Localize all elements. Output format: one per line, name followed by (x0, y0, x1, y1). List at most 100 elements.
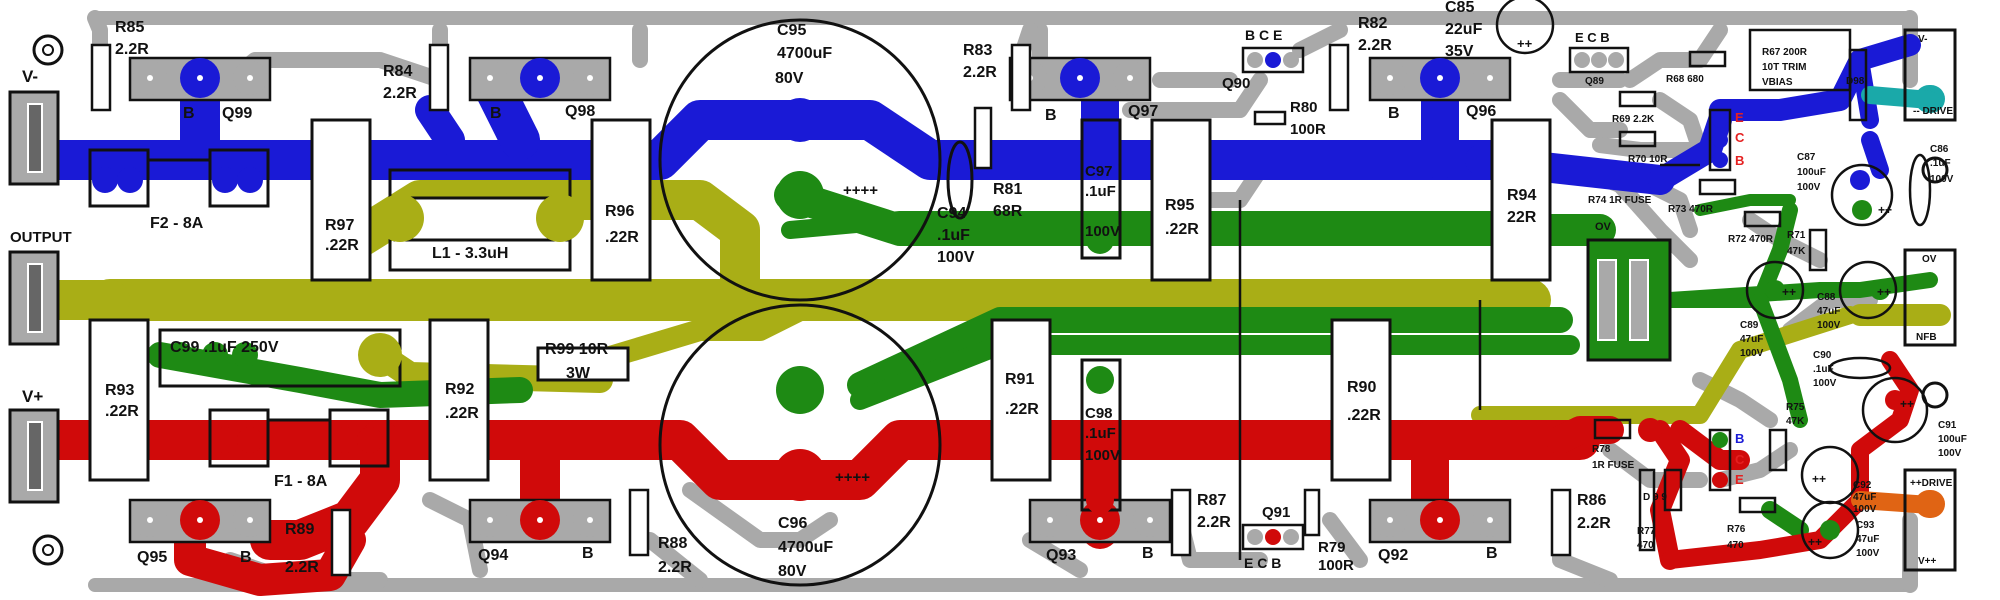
c95-outline (658, 18, 942, 302)
r76-body (1738, 496, 1777, 514)
label-c96-voltage: 80V (778, 563, 807, 580)
label-r95-value: .22R (1165, 221, 1199, 238)
plus-drive-terminal (1903, 468, 1957, 572)
q91-body (1241, 523, 1305, 551)
label-output: OUTPUT (10, 229, 72, 246)
label-r71: R71 (1787, 230, 1806, 241)
c95-neg-pad (778, 98, 822, 142)
right-connectors (1586, 28, 1957, 572)
label-c96: C96 (778, 515, 807, 532)
c95-pos-pad (776, 171, 824, 219)
label-r97: R97 (325, 217, 354, 234)
mounting-hole-bl (32, 534, 64, 566)
label-r93-value: .22R (105, 403, 139, 420)
c96-pos-pad (774, 449, 826, 501)
c93-body (1800, 500, 1860, 560)
label-v-plus-plus: V++ (1918, 556, 1937, 567)
label-r96: R96 (605, 203, 634, 220)
r69-body (1618, 90, 1657, 108)
r73-body (1698, 178, 1737, 196)
d99-body (1638, 468, 1656, 552)
c94-body (946, 140, 974, 220)
label-c89-polarity: ++ (1782, 285, 1796, 299)
label-r84-value: 2.2R (383, 85, 417, 102)
label-q98: Q98 (565, 103, 595, 120)
label-f1: F1 - 8A (274, 473, 328, 490)
label-q92: Q92 (1378, 547, 1408, 564)
label-q99-base: B (183, 105, 195, 122)
label-c90-voltage: 100V (1813, 378, 1837, 389)
r75-body (1768, 428, 1788, 472)
label-r99-value: 3W (566, 365, 591, 382)
label-r79: R79 (1318, 539, 1346, 556)
r77-body (1663, 468, 1683, 512)
label-r81-value: 68R (993, 203, 1023, 220)
r71-body (1808, 228, 1828, 272)
v-minus-drive-terminal (1903, 28, 1957, 122)
label-r82: R82 (1358, 15, 1387, 32)
label-q96: Q96 (1466, 103, 1496, 120)
label-v-plus: V+ (22, 387, 43, 406)
label-r67-line2: 10T TRIM (1762, 62, 1806, 73)
label-r77: R77 (1637, 526, 1656, 537)
label-driver-top-c: C (1735, 130, 1745, 145)
label-c89: C89 (1740, 320, 1759, 331)
drive-pads (1851, 85, 1945, 518)
driver-pads (1247, 52, 1905, 545)
label-r89-value: 2.2R (285, 559, 319, 576)
label-d98: D98 (1846, 76, 1865, 87)
label-v-minus-drive: V- (1918, 34, 1927, 45)
driver-top-body (1708, 108, 1732, 172)
label-driver-bot-c: C (1735, 452, 1745, 467)
label-r68: R68 680 (1666, 74, 1704, 85)
c91-body (1861, 376, 1929, 444)
label-q94-base: B (582, 545, 594, 562)
f2-left (88, 148, 150, 208)
label-q97: Q97 (1128, 103, 1158, 120)
label-c92-value: 47uF (1853, 492, 1876, 503)
c87-body (1830, 163, 1894, 227)
f2-right (208, 148, 270, 208)
label-r90: R90 (1347, 379, 1376, 396)
r90-body (1330, 318, 1392, 482)
label-c86-value: .1uF (1930, 158, 1951, 169)
label-r75-value: 47K (1786, 416, 1805, 427)
label-c95: C95 (777, 22, 806, 39)
label-c86-voltage: 100V (1930, 174, 1954, 185)
label-r90-value: .22R (1347, 407, 1381, 424)
label-c98: C98 (1085, 405, 1113, 422)
label-r67: R67 200R (1762, 47, 1808, 58)
r80-body (1253, 110, 1287, 126)
r97-body (310, 118, 372, 282)
label-r79-value: 100R (1318, 557, 1354, 574)
label-c96-value: 4700uF (778, 539, 833, 556)
label-q90-pins: B C E (1245, 27, 1282, 43)
r72-body (1743, 210, 1782, 228)
label-q96-base: B (1388, 105, 1400, 122)
label-c85-polarity: ++ (1517, 36, 1533, 51)
label-c90: C90 (1813, 350, 1832, 361)
label-c89-voltage: 100V (1740, 348, 1764, 359)
label-c88-voltage: 100V (1817, 320, 1841, 331)
c97-body (1080, 118, 1122, 260)
labels: V- OUTPUT V+ R85 2.2R R84 2.2R R83 2.2R … (10, 0, 1967, 580)
label-r70: R70 10R (1628, 154, 1668, 165)
label-r96-value: .22R (605, 229, 639, 246)
r79-body (1303, 488, 1321, 537)
label-c97-voltage: 100V (1085, 223, 1120, 240)
label-c95-value: 4700uF (777, 45, 832, 62)
d98-body (1848, 48, 1868, 122)
label-minus-drive: -- DRIVE (1913, 106, 1953, 117)
label-l1: L1 - 3.3uH (432, 245, 508, 262)
label-driver-top-b: B (1735, 153, 1744, 168)
r87-body (1170, 488, 1192, 557)
label-r82-value: 2.2R (1358, 37, 1392, 54)
label-q89-pins: E C B (1575, 30, 1610, 45)
label-q95: Q95 (137, 549, 167, 566)
label-c90-value: .1uF (1813, 364, 1834, 375)
label-r78-value: 1R FUSE (1592, 460, 1635, 471)
label-r92-value: .22R (445, 405, 479, 422)
r85-body (90, 43, 112, 112)
fuse-pads (92, 124, 1114, 514)
label-r94: R94 (1507, 187, 1536, 204)
